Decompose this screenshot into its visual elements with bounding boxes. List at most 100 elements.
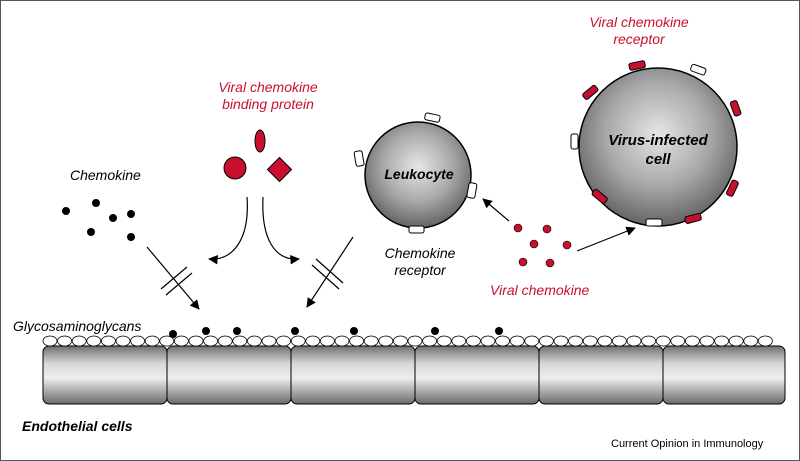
glycosaminoglycan	[86, 335, 102, 347]
glycosaminoglycan	[71, 335, 87, 347]
glycosaminoglycan	[699, 335, 715, 347]
glycosaminoglycan	[378, 335, 394, 347]
block-mark	[160, 266, 188, 290]
viral-chemokine-receptor	[729, 100, 742, 117]
glycosaminoglycan	[714, 335, 729, 347]
endothelial-cell	[662, 345, 786, 405]
glycosaminoglycan	[290, 335, 306, 347]
block-mark	[315, 258, 344, 284]
journal-credit: Current Opinion in Immunology	[611, 438, 764, 450]
glycosaminoglycan	[539, 335, 554, 347]
split-arrow-left	[208, 196, 248, 265]
leukocyte-label: Leukocyte	[384, 166, 454, 182]
chemokine-receptor	[645, 218, 663, 227]
glycosaminoglycan	[115, 335, 131, 347]
viral-binding-protein-label: Viral chemokine binding protein	[197, 79, 339, 113]
glycosaminoglycan	[670, 335, 686, 347]
blocked-arrow-left	[146, 246, 200, 310]
binding-protein-circle	[223, 156, 247, 180]
endothelial-cell	[166, 345, 292, 405]
glycosaminoglycan	[655, 335, 671, 347]
glycosaminoglycan-layer	[42, 335, 773, 347]
viral-binding-proteins	[223, 129, 293, 183]
split-arrows	[208, 196, 300, 265]
chemokine-dot	[109, 214, 117, 222]
endothelial-cell	[538, 345, 664, 405]
chemokine-receptor	[690, 63, 707, 76]
endothelial-cell-layer	[42, 345, 786, 405]
bound-chemokine	[350, 327, 358, 335]
glycosaminoglycan	[743, 335, 759, 347]
glycosaminoglycan	[159, 335, 175, 347]
glycosaminoglycan	[101, 335, 116, 347]
bound-chemokine	[233, 327, 241, 335]
arrow-to-leukocyte	[482, 198, 510, 222]
glycosaminoglycan	[392, 335, 408, 347]
viral-chemokine-dot	[542, 224, 552, 234]
glycosaminoglycan	[407, 335, 423, 347]
bound-chemokine	[431, 327, 439, 335]
block-mark	[311, 264, 340, 290]
viral-receptor-label: Viral chemokine receptor	[573, 14, 705, 48]
chemokine-receptor	[353, 150, 365, 167]
viral-chemokine-arrows	[482, 198, 636, 252]
bound-chemokines	[169, 327, 503, 338]
viral-receptor-line2: receptor	[613, 31, 665, 47]
glycosaminoglycan	[465, 335, 481, 347]
chemokine-dot	[92, 199, 100, 207]
glycosaminoglycan	[685, 335, 700, 347]
viral-chemokine-receptor	[684, 212, 702, 224]
glycosaminoglycan	[363, 335, 379, 347]
chemokine-dot	[87, 228, 95, 236]
glycosaminoglycan	[188, 335, 204, 347]
chemokine-receptor-label: Chemokine receptor	[375, 245, 465, 279]
glycosaminoglycan	[495, 335, 511, 347]
chemokine-receptor-line1: Chemokine	[384, 245, 456, 261]
chemokine-receptor-line2: receptor	[394, 262, 446, 278]
chemokine-receptor	[570, 133, 579, 150]
glycosaminoglycan	[524, 335, 540, 347]
glycosaminoglycan	[612, 335, 627, 347]
glycosaminoglycan	[422, 335, 438, 347]
viral-chemokine-dot	[545, 258, 555, 268]
binding-protein-diamond	[266, 156, 293, 183]
endothelial-cells-label: Endothelial cells	[22, 418, 133, 434]
glycosaminoglycan	[758, 335, 773, 347]
virus-infected-line2: cell	[645, 151, 671, 168]
glycosaminoglycan	[626, 335, 642, 347]
endothelial-cell	[290, 345, 416, 405]
glycosaminoglycans-label: Glycosaminoglycans	[13, 318, 142, 334]
glycosaminoglycan	[217, 335, 233, 347]
chemokine-dot	[127, 233, 135, 241]
glycosaminoglycan	[451, 335, 467, 347]
virus-infected-cell	[570, 60, 742, 227]
glycosaminoglycan	[480, 335, 496, 347]
blocked-arrows	[146, 236, 354, 310]
viral-chemokine-receptor	[628, 60, 646, 71]
viral-chemokine-label: Viral chemokine	[490, 282, 590, 298]
free-chemokines	[62, 199, 135, 241]
chemokine-receptor	[466, 182, 478, 199]
bound-chemokine	[291, 327, 299, 335]
glycosaminoglycan	[276, 335, 292, 347]
viral-chemokine-receptor	[591, 188, 608, 204]
viral-chemokine-dot	[513, 223, 523, 233]
glycosaminoglycan	[597, 335, 613, 347]
viral-binding-protein-line1: Viral chemokine	[218, 79, 318, 95]
endothelial-cell	[414, 345, 540, 405]
bound-chemokine	[202, 327, 210, 335]
glycosaminoglycan	[42, 335, 58, 347]
viral-chemokine-dot	[529, 239, 539, 249]
glycosaminoglycan	[553, 335, 569, 347]
block-mark	[165, 272, 193, 296]
glycosaminoglycan	[261, 335, 277, 347]
leukocyte-cell	[353, 112, 478, 234]
binding-protein-oval	[254, 129, 266, 153]
glycosaminoglycan	[232, 335, 248, 347]
glycosaminoglycan	[509, 335, 525, 347]
viral-chemokine-receptor	[582, 84, 599, 100]
glycosaminoglycan	[203, 335, 219, 347]
viral-receptor-line1: Viral chemokine	[589, 14, 689, 30]
